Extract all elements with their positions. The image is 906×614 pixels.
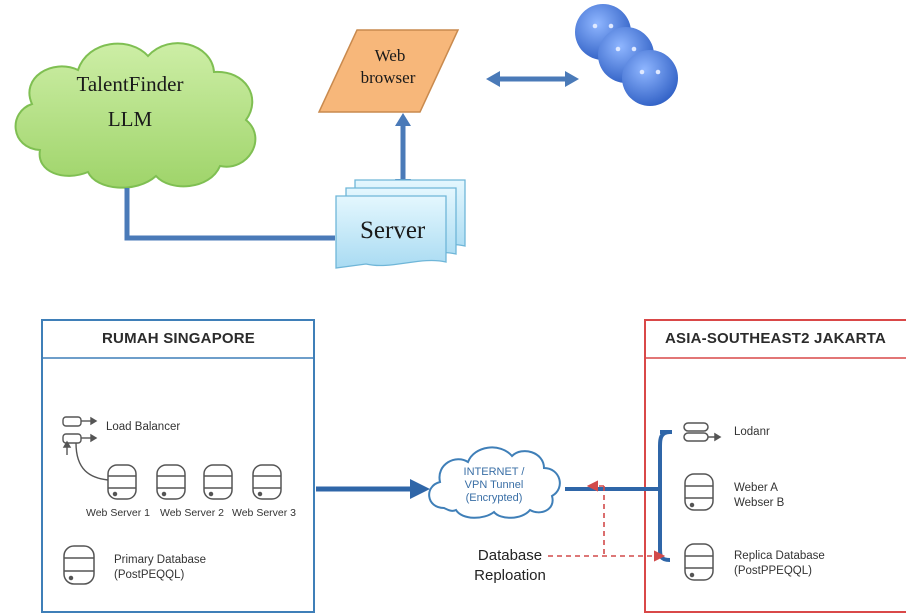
internet-label-line3: (Encrypted) — [465, 492, 523, 504]
web-server-3-label: Web Server 3 — [232, 507, 296, 519]
web-browser-shape — [317, 29, 460, 113]
primary-database-icon — [63, 545, 95, 585]
primary-database-engine: (PostPEQQL) — [114, 569, 185, 581]
jakarta-load-balancer-label: Lodanr — [734, 426, 770, 438]
singapore-title: RUMAH SINGAPORE — [102, 330, 256, 347]
llm-type: LLM — [107, 107, 153, 131]
llm-server-connector — [124, 188, 335, 241]
load-balancer-icon — [62, 416, 109, 481]
jakarta-title: ASIA-SOUTHEAST2 JAKARTA — [665, 330, 887, 347]
web-server-1-label: Web Server 1 — [86, 507, 150, 519]
internet-label-line2: VPN Tunnel — [464, 479, 524, 491]
browser-label-line1: Web — [374, 46, 406, 65]
web-server-1-icon — [107, 464, 137, 500]
replica-database-label: Replica Database — [734, 550, 825, 562]
web-server-3-icon — [203, 464, 233, 500]
llm-name: TalentFinder — [76, 72, 184, 96]
server-stack — [335, 179, 466, 269]
weber-a-label: Weber A — [734, 482, 778, 494]
primary-database-label: Primary Database — [114, 554, 207, 566]
web-server-2-label: Web Server 2 — [160, 507, 224, 519]
server-label: Server — [360, 217, 426, 244]
replication-label-line1: Database — [477, 547, 543, 564]
replication-label-line2: Reploation — [474, 567, 546, 584]
weber-b-label: Webser B — [734, 497, 785, 509]
jakarta-web-server-icon — [684, 473, 714, 511]
replica-database-engine: (PostPPEQQL) — [734, 565, 812, 577]
web-server-2-icon — [156, 464, 186, 500]
load-balancer-label: Load Balancer — [106, 421, 181, 433]
browser-label-line2: browser — [360, 68, 416, 87]
internet-label-line1: INTERNET / — [463, 466, 525, 478]
web-server-4-icon — [252, 464, 282, 500]
users-icon — [575, 4, 678, 106]
llm-cloud — [14, 42, 257, 189]
internet-cloud — [428, 446, 561, 519]
jakarta-load-balancer-icon — [683, 422, 722, 442]
replica-database-icon — [684, 543, 714, 581]
